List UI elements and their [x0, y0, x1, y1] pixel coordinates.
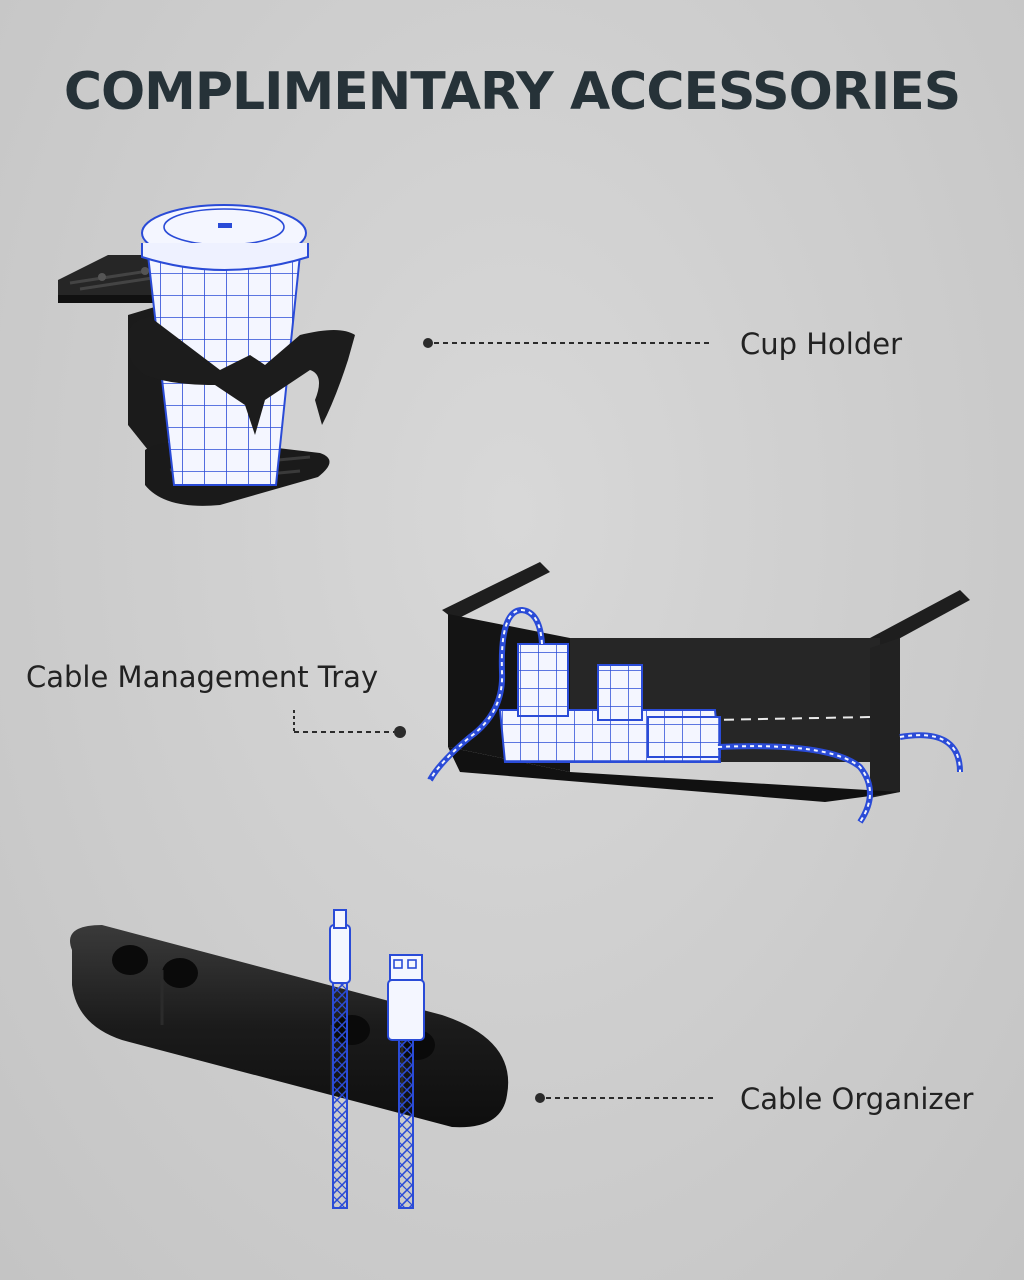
cup-holder-label: Cup Holder	[740, 327, 903, 361]
cup-holder-icon	[58, 204, 355, 506]
cable-organizer-label: Cable Organizer	[740, 1082, 974, 1116]
cable-organizer-leader-line	[535, 1093, 714, 1103]
cup-holder-leader-line	[423, 338, 712, 348]
cable-tray-icon	[427, 562, 970, 824]
cable-tray-leader-line	[293, 710, 406, 738]
cable-tray-label: Cable Management Tray	[26, 660, 379, 694]
cable-organizer-icon	[70, 909, 509, 1209]
page-title: COMPLIMENTARY ACCESSORIES	[63, 62, 961, 122]
